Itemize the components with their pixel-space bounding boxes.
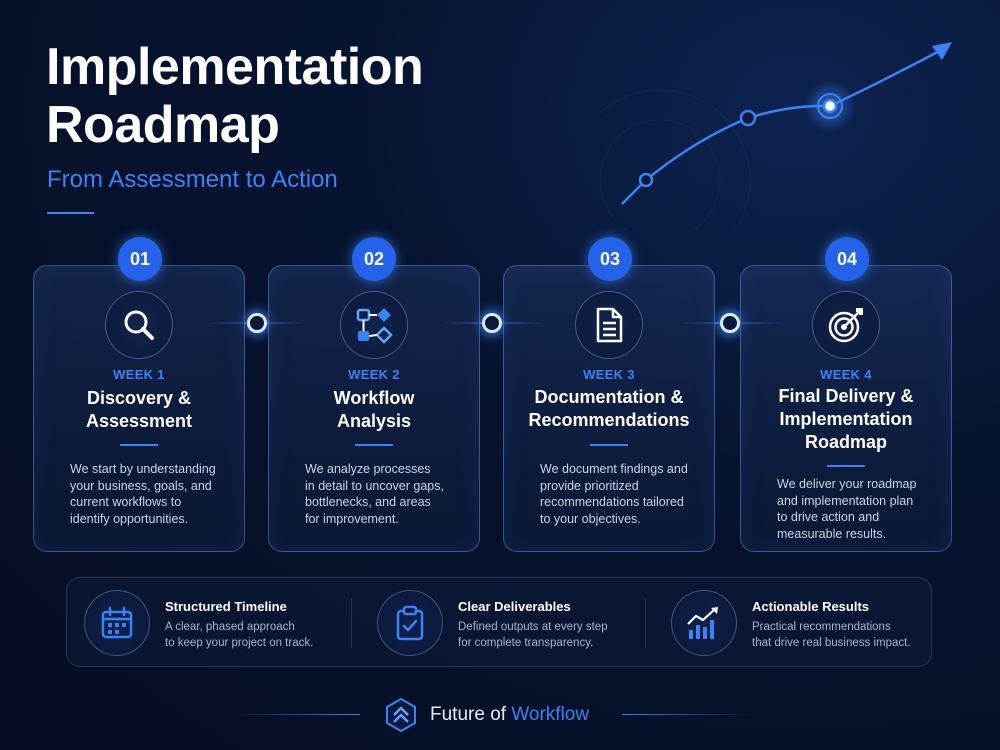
step-title: Documentation & Recommendations bbox=[504, 386, 714, 432]
desc-line: your business, goals, and bbox=[70, 478, 212, 493]
feature-desc-line: that drive real business impact. bbox=[752, 637, 911, 649]
feature-structured-timeline: Structured Timeline A clear, phased appr… bbox=[67, 578, 347, 668]
feature-divider bbox=[645, 598, 646, 648]
feature-clear-deliverables: Clear Deliverables Defined outputs at ev… bbox=[360, 578, 640, 668]
title-line-1: Implementation bbox=[46, 38, 424, 96]
page-subtitle: From Assessment to Action bbox=[47, 166, 338, 193]
desc-line: We start by understanding bbox=[70, 462, 216, 476]
connector-node-1 bbox=[247, 313, 267, 333]
desc-line: We deliver your roadmap bbox=[777, 477, 917, 491]
feature-description: A clear, phased approach to keep your pr… bbox=[165, 619, 345, 651]
subtitle-divider bbox=[47, 212, 94, 214]
desc-line: bottlenecks, and areas bbox=[305, 495, 431, 509]
step-number-badge-2: 02 bbox=[352, 237, 396, 281]
step-title-divider bbox=[590, 444, 628, 446]
desc-line: for improvement. bbox=[305, 511, 399, 526]
growth-arrow-graphic bbox=[600, 42, 952, 230]
step-title-line: Workflow bbox=[333, 388, 415, 408]
desc-line: current workflows to bbox=[70, 495, 182, 509]
feature-description: Defined outputs at every step for comple… bbox=[458, 619, 638, 651]
step-title-divider bbox=[355, 444, 393, 446]
feature-title: Actionable Results bbox=[752, 599, 870, 614]
step-card-3: WEEK 3 Documentation & Recommendations W… bbox=[503, 265, 715, 552]
features-panel: Structured Timeline A clear, phased appr… bbox=[66, 577, 932, 667]
step-week-label: WEEK 2 bbox=[348, 367, 400, 382]
desc-line: identify opportunities. bbox=[70, 511, 189, 526]
growth-chart-icon bbox=[671, 590, 737, 656]
step-title-line: Implementation bbox=[779, 409, 913, 429]
feature-divider bbox=[351, 598, 352, 648]
desc-line: to your objectives. bbox=[540, 511, 641, 526]
step-card-4: WEEK 4 Final Delivery & Implementation R… bbox=[740, 265, 952, 552]
desc-line: to drive action and bbox=[777, 510, 880, 524]
step-title-line: Documentation & bbox=[534, 387, 684, 407]
step-title-line: Roadmap bbox=[804, 432, 887, 452]
step-week-label: WEEK 4 bbox=[820, 367, 872, 382]
step-number-badge-1: 01 bbox=[118, 237, 162, 281]
step-card-1: WEEK 1 Discovery & Assessment We start b… bbox=[33, 265, 245, 552]
feature-description: Practical recommendations that drive rea… bbox=[752, 619, 932, 651]
feature-desc-line: to keep your project on track. bbox=[165, 637, 314, 649]
step-title-line: Discovery & bbox=[86, 388, 192, 408]
footer-brand-part1: Future of bbox=[430, 704, 512, 725]
footer-brand-part2: Workflow bbox=[511, 704, 590, 725]
desc-line: in detail to uncover gaps, bbox=[305, 478, 444, 493]
step-title-line: Analysis bbox=[336, 411, 412, 431]
step-title: Final Delivery & Implementation Roadmap bbox=[741, 385, 951, 454]
desc-line: measurable results. bbox=[777, 526, 887, 541]
step-description: We document findings and provide priorit… bbox=[540, 461, 690, 527]
step-title: Discovery & Assessment bbox=[34, 387, 244, 433]
feature-desc-line: Defined outputs at every step bbox=[458, 621, 608, 633]
step-week-label: WEEK 3 bbox=[583, 367, 635, 382]
desc-line: and implementation plan bbox=[777, 493, 914, 508]
step-card-2: WEEK 2 Workflow Analysis We analyze proc… bbox=[268, 265, 480, 552]
feature-desc-line: A clear, phased approach bbox=[165, 621, 295, 633]
title-line-2: Roadmap bbox=[46, 96, 280, 154]
clipboard-check-icon bbox=[377, 590, 443, 656]
step-week-label: WEEK 1 bbox=[113, 367, 165, 382]
step-title-divider bbox=[120, 444, 158, 446]
feature-title: Structured Timeline bbox=[165, 599, 287, 614]
desc-line: We analyze processes bbox=[305, 462, 431, 476]
desc-line: We document findings and bbox=[540, 462, 688, 476]
document-icon bbox=[575, 291, 643, 359]
feature-title: Clear Deliverables bbox=[458, 599, 571, 614]
desc-line: provide prioritized bbox=[540, 478, 639, 493]
step-title-line: Recommendations bbox=[528, 410, 690, 430]
connector-node-3 bbox=[720, 313, 740, 333]
step-title-divider bbox=[827, 465, 865, 467]
step-description: We analyze processes in detail to uncove… bbox=[305, 461, 455, 527]
step-number-badge-3: 03 bbox=[588, 237, 632, 281]
page-title: Implementation Roadmap bbox=[46, 38, 506, 154]
desc-line: recommendations tailored bbox=[540, 495, 684, 509]
footer-brand: Future of Workflow bbox=[430, 704, 589, 726]
footer-line-left bbox=[230, 714, 360, 715]
step-title: Workflow Analysis bbox=[269, 387, 479, 433]
flowchart-icon bbox=[340, 291, 408, 359]
step-number-badge-4: 04 bbox=[825, 237, 869, 281]
feature-actionable-results: Actionable Results Practical recommendat… bbox=[654, 578, 934, 668]
brand-logo-icon bbox=[386, 697, 416, 733]
step-title-line: Assessment bbox=[85, 411, 193, 431]
connector-node-2 bbox=[482, 313, 502, 333]
calendar-icon bbox=[84, 590, 150, 656]
feature-desc-line: for complete transparency. bbox=[458, 637, 594, 649]
feature-desc-line: Practical recommendations bbox=[752, 621, 891, 633]
magnifier-icon bbox=[105, 291, 173, 359]
target-icon bbox=[812, 291, 880, 359]
step-description: We deliver your roadmap and implementati… bbox=[777, 476, 927, 542]
footer-line-right bbox=[622, 714, 752, 715]
step-title-line: Final Delivery & bbox=[778, 386, 914, 406]
step-description: We start by understanding your business,… bbox=[70, 461, 220, 527]
